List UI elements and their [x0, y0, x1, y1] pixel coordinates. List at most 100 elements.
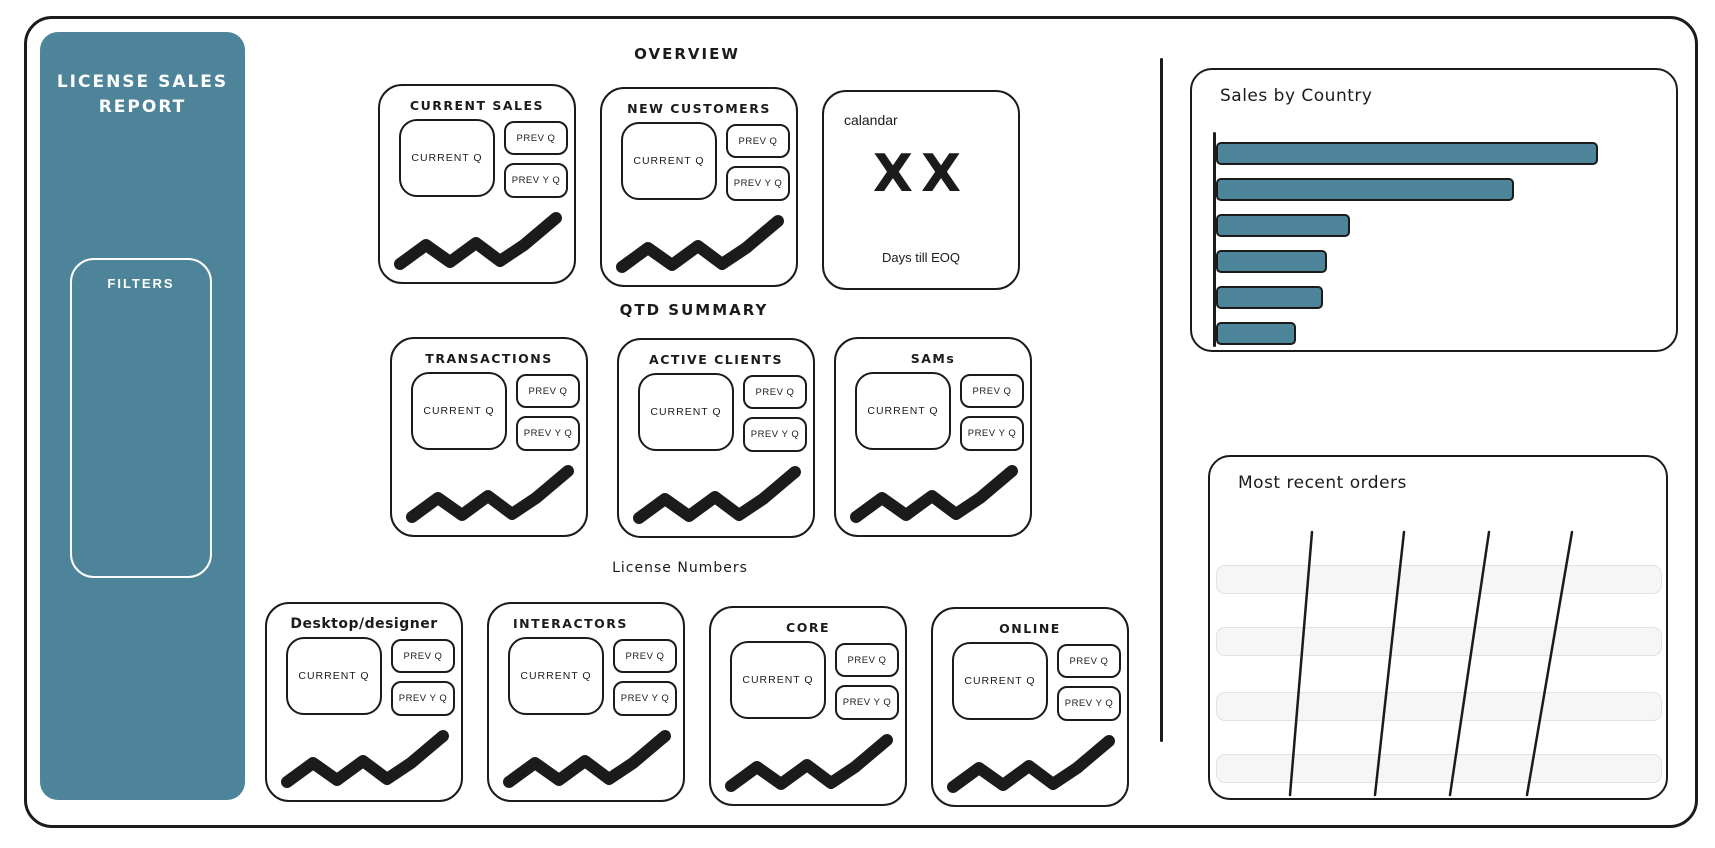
order-row[interactable]: [1216, 565, 1662, 594]
sidebar: LICENSE SALES REPORT FILTERS: [40, 32, 245, 800]
chart-y-axis: [1213, 132, 1216, 347]
card-active-clients: ACTIVE CLIENTS CURRENT Q PREV Q PREV Y Q: [617, 338, 815, 538]
prev-y-q-label: PREV Y Q: [511, 175, 561, 186]
current-q-box[interactable]: CURRENT Q: [855, 372, 951, 450]
recent-orders-title: Most recent orders: [1238, 473, 1407, 493]
current-q-label: CURRENT Q: [742, 674, 814, 686]
prev-y-q-box[interactable]: PREV Y Q: [516, 416, 580, 451]
current-q-box[interactable]: CURRENT Q: [399, 119, 495, 197]
prev-q-box[interactable]: PREV Q: [613, 639, 677, 673]
recent-orders-panel: Most recent orders: [1208, 455, 1668, 800]
prev-y-q-box[interactable]: PREV Y Q: [391, 681, 455, 716]
current-q-label: CURRENT Q: [633, 155, 705, 167]
card-transactions: TRANSACTIONS CURRENT Q PREV Q PREV Y Q: [390, 337, 588, 537]
prev-q-box[interactable]: PREV Q: [726, 124, 790, 158]
current-q-box[interactable]: CURRENT Q: [286, 637, 382, 715]
prev-q-label: PREV Q: [516, 132, 556, 144]
current-q-label: CURRENT Q: [423, 405, 495, 417]
order-row[interactable]: [1216, 692, 1662, 721]
current-q-box[interactable]: CURRENT Q: [730, 641, 826, 719]
current-q-label: CURRENT Q: [650, 406, 722, 418]
card-core: CORE CURRENT Q PREV Q PREV Y Q: [709, 606, 907, 806]
card-online: ONLINE CURRENT Q PREV Q PREV Y Q: [931, 607, 1129, 807]
prev-y-q-box[interactable]: PREV Y Q: [743, 417, 807, 452]
country-bar: [1216, 250, 1327, 273]
prev-y-q-label: PREV Y Q: [842, 697, 892, 708]
current-q-box[interactable]: CURRENT Q: [411, 372, 507, 450]
current-q-label: CURRENT Q: [520, 670, 592, 682]
card-interactors: INTERACTORS CURRENT Q PREV Q PREV Y Q: [487, 602, 685, 802]
prev-y-q-box[interactable]: PREV Y Q: [504, 163, 568, 198]
current-q-box[interactable]: CURRENT Q: [952, 642, 1048, 720]
vertical-divider: [1160, 58, 1163, 742]
card-desktop-designer: Desktop/designer CURRENT Q PREV Q PREV Y…: [265, 602, 463, 802]
card-title: CORE: [786, 620, 830, 635]
trend-sparkline-icon: [633, 466, 801, 524]
days-till-eoq-value: XX: [872, 144, 970, 204]
sales-by-country-title: Sales by Country: [1220, 86, 1373, 106]
prev-y-q-box[interactable]: PREV Y Q: [835, 685, 899, 720]
prev-q-label: PREV Q: [528, 385, 568, 397]
prev-q-label: PREV Q: [403, 650, 443, 662]
days-till-eoq-caption: Days till EOQ: [881, 250, 960, 265]
prev-q-label: PREV Q: [847, 654, 887, 666]
prev-q-box[interactable]: PREV Q: [743, 375, 807, 409]
trend-sparkline-icon: [503, 730, 671, 788]
prev-q-box[interactable]: PREV Q: [960, 374, 1024, 408]
country-bar: [1216, 286, 1323, 309]
current-q-box[interactable]: CURRENT Q: [638, 373, 734, 451]
overview-heading: OVERVIEW: [634, 45, 740, 63]
country-bar: [1216, 322, 1296, 345]
card-title: CURRENT SALES: [409, 98, 545, 113]
qtd-summary-heading: QTD SUMMARY: [619, 301, 769, 319]
prev-y-q-box[interactable]: PREV Y Q: [613, 681, 677, 716]
prev-y-q-label: PREV Y Q: [1064, 698, 1114, 709]
prev-y-q-label: PREV Y Q: [398, 693, 448, 704]
current-q-box[interactable]: CURRENT Q: [621, 122, 717, 200]
prev-q-label: PREV Q: [625, 650, 665, 662]
current-q-label: CURRENT Q: [964, 675, 1036, 687]
prev-q-label: PREV Q: [738, 135, 778, 147]
current-q-box[interactable]: CURRENT Q: [508, 637, 604, 715]
card-new-customers: NEW CUSTOMERS CURRENT Q PREV Q PREV Y Q: [600, 87, 798, 287]
trend-sparkline-icon: [281, 730, 449, 788]
card-title: ONLINE: [999, 621, 1061, 636]
prev-q-box[interactable]: PREV Q: [835, 643, 899, 677]
country-bar: [1216, 178, 1514, 201]
trend-sparkline-icon: [947, 735, 1115, 793]
country-bar: [1216, 142, 1598, 165]
prev-y-q-box[interactable]: PREV Y Q: [960, 416, 1024, 451]
prev-y-q-box[interactable]: PREV Y Q: [726, 166, 790, 201]
prev-y-q-label: PREV Y Q: [620, 693, 670, 704]
prev-y-q-label: PREV Y Q: [523, 428, 573, 439]
prev-q-label: PREV Q: [1069, 655, 1109, 667]
current-q-label: CURRENT Q: [298, 670, 370, 682]
trend-sparkline-icon: [850, 465, 1018, 523]
prev-q-label: PREV Q: [755, 386, 795, 398]
trend-sparkline-icon: [616, 215, 784, 273]
prev-q-box[interactable]: PREV Q: [516, 374, 580, 408]
prev-y-q-label: PREV Y Q: [750, 429, 800, 440]
card-title: SAMs: [910, 351, 956, 366]
card-calendar: calandar XX Days till EOQ: [822, 90, 1020, 290]
order-row[interactable]: [1216, 754, 1662, 783]
trend-sparkline-icon: [725, 734, 893, 792]
prev-q-box[interactable]: PREV Q: [1057, 644, 1121, 678]
license-numbers-heading: License Numbers: [612, 560, 748, 576]
prev-q-box[interactable]: PREV Q: [391, 639, 455, 673]
current-q-label: CURRENT Q: [867, 405, 939, 417]
prev-y-q-label: PREV Y Q: [733, 178, 783, 189]
card-title: ACTIVE CLIENTS: [649, 352, 783, 367]
card-current-sales: CURRENT SALES CURRENT Q PREV Q PREV Y Q: [378, 84, 576, 284]
prev-q-label: PREV Q: [972, 385, 1012, 397]
order-row[interactable]: [1216, 627, 1662, 656]
report-title: LICENSE SALES REPORT: [56, 72, 229, 117]
filters-label: FILTERS: [107, 276, 175, 291]
card-sams: SAMs CURRENT Q PREV Q PREV Y Q: [834, 337, 1032, 537]
filters-panel[interactable]: FILTERS: [70, 258, 212, 578]
prev-y-q-box[interactable]: PREV Y Q: [1057, 686, 1121, 721]
prev-q-box[interactable]: PREV Q: [504, 121, 568, 155]
current-q-label: CURRENT Q: [411, 152, 483, 164]
sales-by-country-panel: Sales by Country: [1190, 68, 1678, 352]
